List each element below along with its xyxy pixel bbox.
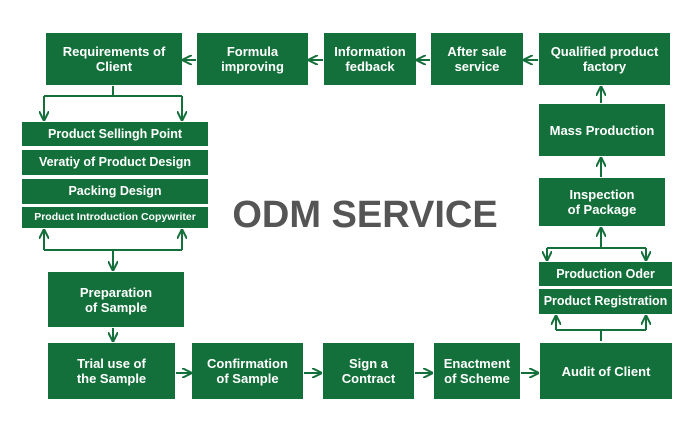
audit-of-client-box: Audit of Client [540,343,672,399]
production-order-box: Production Oder [539,262,672,286]
packing-design-box: Packing Design [22,179,208,204]
after-sale-service-box: After sale service [431,33,523,85]
preparation-of-sample-box: Preparation of Sample [48,272,184,327]
formula-improving-box: Formula improving [197,33,308,85]
inspection-of-package-box: Inspection of Package [539,178,665,226]
requirements-of-client-box: Requirements of Client [46,33,182,85]
confirmation-of-sample-box: Confirmation of Sample [192,343,303,399]
trial-use-of-sample-box: Trial use of the Sample [48,343,175,399]
product-selling-point-box: Product Sellingh Point [22,122,208,146]
qualified-product-factory-box: Qualified product factory [539,33,670,85]
sign-a-contract-box: Sign a Contract [323,343,414,399]
variety-of-product-design-box: Veratiy of Product Design [22,150,208,175]
mass-production-box: Mass Production [539,104,665,156]
enactment-of-scheme-box: Enactment of Scheme [434,343,520,399]
information-feedback-box: Information fedback [324,33,416,85]
diagram-title: ODM SERVICE [232,194,498,236]
product-registration-box: Product Registration [539,289,672,314]
product-introduction-copywriter-box: Product Introduction Copywriter [22,207,208,228]
